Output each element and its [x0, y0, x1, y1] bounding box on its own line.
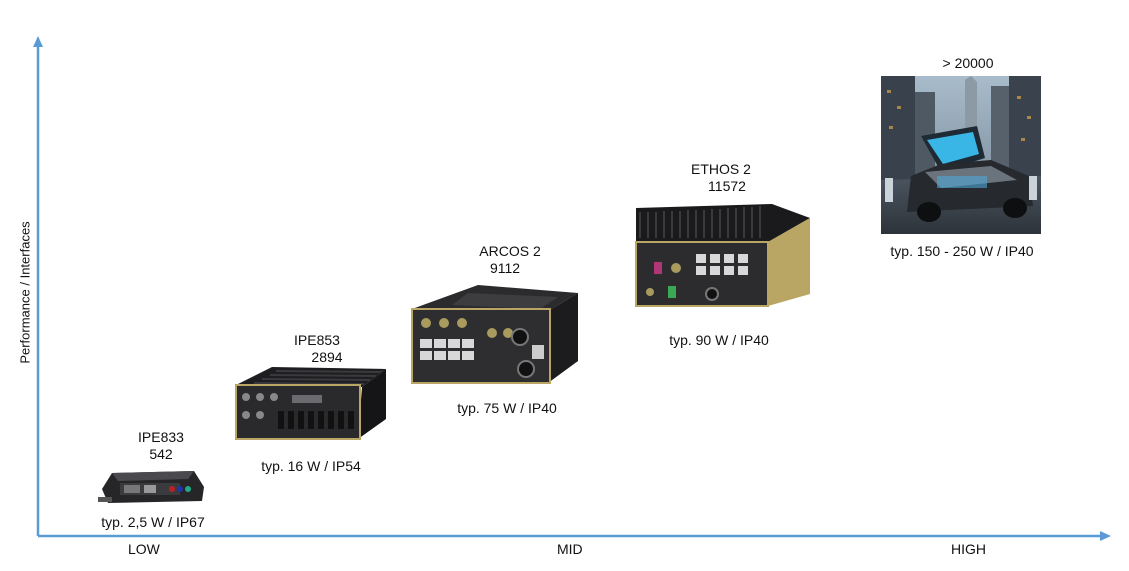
- x-tick-high: HIGH: [951, 541, 986, 557]
- ethos2-device-photo: [635, 204, 810, 307]
- product-name: IPE853: [294, 332, 340, 348]
- product-score: 11572: [708, 178, 746, 194]
- product-name: ETHOS 2: [691, 161, 751, 177]
- y-axis-arrow: [33, 36, 43, 47]
- arcos2-label: ARCOS 2 9112: [478, 243, 542, 277]
- product-score: 9112: [489, 260, 521, 276]
- high-end-score: > 20000: [942, 55, 994, 71]
- product-name: IPE833: [138, 429, 184, 445]
- ipe833-device-photo: [98, 471, 204, 503]
- ipe853-device-photo: [235, 367, 386, 440]
- car-city-photo: [881, 76, 1041, 234]
- ipe853-label: IPE853 2894: [282, 332, 352, 366]
- product-name: ARCOS 2: [479, 243, 541, 259]
- x-tick-mid: MID: [557, 541, 583, 557]
- high-end-spec: typ. 150 - 250 W / IP40: [890, 243, 1034, 259]
- y-axis-label: Performance / Interfaces: [17, 221, 33, 364]
- arcos2-spec: typ. 75 W / IP40: [457, 400, 557, 416]
- ethos2-spec: typ. 90 W / IP40: [669, 332, 769, 348]
- arcos2-device-photo: [411, 285, 578, 384]
- x-axis-arrow: [1100, 531, 1111, 541]
- product-score: 2894: [311, 349, 343, 365]
- x-tick-low: LOW: [128, 541, 160, 557]
- ipe833-label: IPE833 542: [120, 429, 202, 463]
- ipe853-spec: typ. 16 W / IP54: [261, 458, 361, 474]
- ipe833-spec: typ. 2,5 W / IP67: [101, 514, 205, 530]
- ethos2-label: ETHOS 2 11572: [690, 161, 752, 195]
- product-score: 542: [149, 446, 173, 462]
